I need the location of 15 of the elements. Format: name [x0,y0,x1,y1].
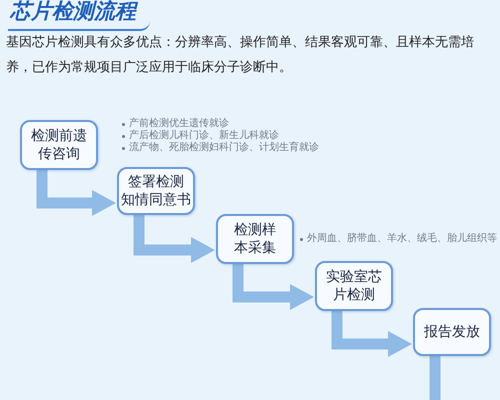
step-box: 报告发放 [413,308,491,356]
flow-arrow [36,170,116,216]
flow-arrow [332,311,412,357]
step-box: 检测样本采集 [216,214,294,264]
title: 芯片检测流程 [8,0,150,31]
bullet-note: 流产物、死胎检测妇科门诊、计划生育就诊 [122,142,319,154]
step-box: 签署检测知情同意书 [117,167,195,215]
bullet-note: 产后检测儿科门诊、新生儿科就诊 [122,130,319,142]
flow-arrow [134,215,215,263]
bullet-note: 外周血、脐带血、羊水、绒毛、胎儿组织等 [300,233,497,245]
bullet-note: 产前检测优生遗传就诊 [122,118,319,130]
flow-arrow [232,264,314,310]
intro-paragraph: 基因芯片检测具有众多优点：分辨率高、操作简单、结果客观可靠、且样本无需培养，已作为常规项目广泛应用于临床分子诊断中。 [6,34,475,77]
step-box: 检测前遗传咨询 [20,120,98,170]
step-box: 实验室芯片检测 [315,261,393,311]
